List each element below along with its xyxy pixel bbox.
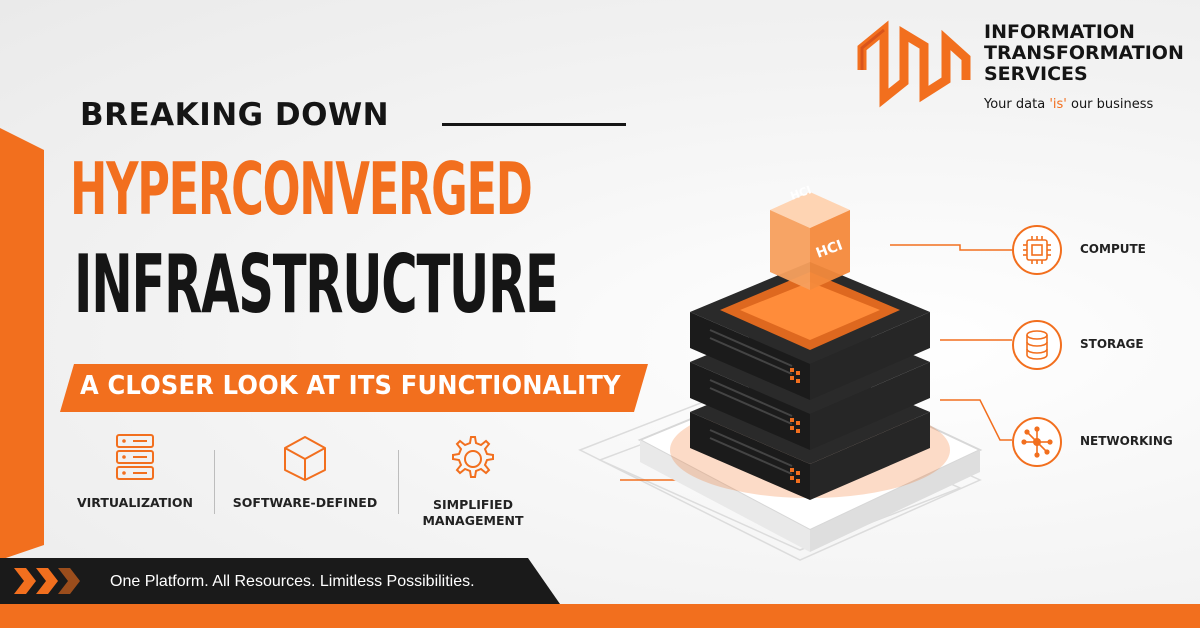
component-circle — [1012, 320, 1062, 370]
footer-tagline: One Platform. All Resources. Limitless P… — [110, 573, 475, 590]
headline-prefix: BREAKING DOWN — [80, 97, 390, 133]
component-label: NETWORKING — [1080, 434, 1173, 448]
slogan-prefix: Your data — [984, 97, 1050, 112]
component-label: COMPUTE — [1080, 242, 1146, 256]
chevron-arrows-icon — [14, 568, 80, 594]
network-nodes-icon — [1021, 426, 1053, 458]
subtitle-text: A CLOSER LOOK AT ITS FUNCTIONALITY — [80, 371, 621, 401]
feature-divider — [214, 450, 215, 514]
gear-icon — [452, 436, 494, 478]
footer-bar — [0, 558, 560, 604]
cpu-chip-icon — [1023, 236, 1051, 264]
company-logo — [857, 20, 971, 108]
headline-divider — [442, 123, 626, 126]
cube-icon — [284, 436, 326, 481]
hci-server-stack-illustration: HCI HCI — [578, 183, 1012, 561]
component-circle — [1012, 225, 1062, 275]
headline-prefix-wrap: BREAKING DOWN — [80, 97, 389, 133]
slogan-suffix: our business — [1066, 97, 1154, 112]
feature-virtualization: VIRTUALIZATION — [50, 433, 220, 511]
feature-label: VIRTUALIZATION — [76, 495, 193, 510]
feature-label: SIMPLIFIED MANAGEMENT — [422, 497, 524, 528]
subtitle-banner — [60, 364, 648, 412]
feature-divider — [398, 450, 399, 514]
feature-simplified-management: SIMPLIFIED MANAGEMENT — [388, 433, 558, 529]
hci-cube — [770, 192, 850, 290]
left-accent-shape — [0, 128, 44, 560]
database-icon — [1026, 330, 1048, 360]
server-rack-icon — [116, 434, 154, 480]
company-slogan: Your data 'is' our business — [984, 97, 1153, 112]
headline-main-orange: HYPERCONVERGED — [70, 147, 533, 231]
component-circle — [1012, 417, 1062, 467]
slogan-is: 'is' — [1049, 97, 1067, 112]
server-unit — [690, 262, 930, 400]
company-name: INFORMATION TRANSFORMATION SERVICES — [984, 21, 1184, 85]
headline-main-black: INFRASTRUCTURE — [74, 238, 559, 331]
component-label: STORAGE — [1080, 337, 1144, 351]
feature-software-defined: SOFTWARE-DEFINED — [220, 433, 390, 511]
feature-label: SOFTWARE-DEFINED — [232, 495, 378, 510]
bottom-orange-strip — [0, 604, 1200, 628]
